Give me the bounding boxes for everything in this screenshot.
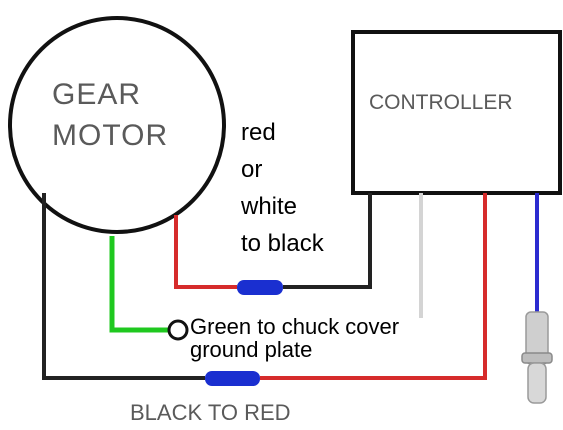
controller-label: CONTROLLER: [369, 91, 513, 114]
gear-motor-circle: [8, 16, 226, 234]
connector-red-black: [237, 280, 283, 295]
note-red-line3: white: [240, 193, 297, 220]
note-green-line2: ground plate: [190, 337, 312, 362]
motor-label-line2: MOTOR: [52, 119, 168, 152]
ground-terminal: [167, 319, 189, 341]
note-black-red: BLACK TO RED: [130, 400, 291, 425]
motor-label-line1: GEAR: [52, 78, 141, 111]
controller-box: [351, 30, 562, 195]
note-green-line1: Green to chuck cover: [190, 314, 399, 339]
connector-black-red: [205, 371, 260, 386]
sensor-probe: [521, 311, 553, 404]
black-wire-motor: [42, 193, 205, 380]
note-red-line1: red: [241, 119, 276, 146]
note-red-line4: to black: [241, 230, 325, 257]
red-wire-motor: [174, 215, 237, 289]
red-wire-controller: [260, 193, 487, 380]
note-red-line2: or: [241, 156, 262, 183]
black-wire-controller-top: [283, 193, 372, 289]
green-ground-wire: [109, 236, 168, 333]
